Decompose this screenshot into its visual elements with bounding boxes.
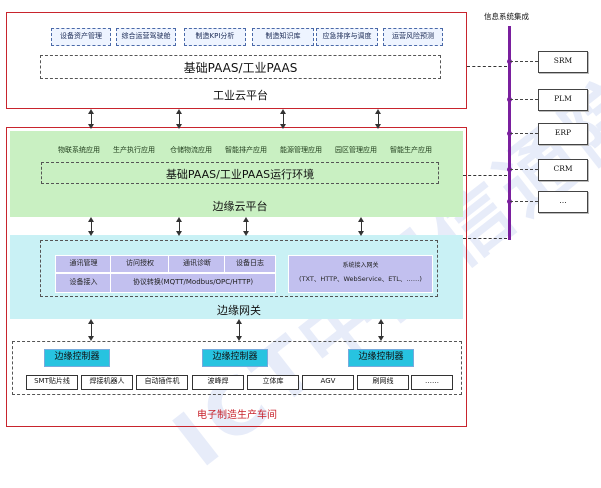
cloud-app-0: 设备资产管理: [51, 28, 111, 46]
arrow-edge-gw-3-down: [243, 231, 249, 236]
arrow-gw-ws-2-up: [236, 319, 242, 324]
gateway-cell-protocol: 协议转换(MQTT/Modbus/OPC/HTTP): [110, 273, 276, 293]
system-more: …: [538, 191, 588, 213]
link-gateway-bus: [463, 238, 507, 239]
gateway-cell-device-access: 设备接入: [55, 273, 112, 293]
edge-controller-1: 边缘控制器: [44, 349, 110, 367]
link-cloud-bus: [467, 66, 507, 67]
gateway-title: 边缘网关: [217, 304, 261, 317]
arrow-edge-gw-2-up: [176, 217, 182, 222]
gateway-cell-comm-mgmt: 通讯管理: [55, 255, 112, 273]
conn-erp: [510, 133, 538, 134]
workshop-title: 电子制造生产车间: [197, 410, 277, 421]
industrial-cloud-platform: [6, 12, 467, 109]
device-stereo-warehouse: 立体库: [247, 375, 299, 390]
arrow-edge-gw-4-up: [358, 217, 364, 222]
cloud-app-3: 制造知识库: [252, 28, 314, 46]
arrow-gw-ws-3: [381, 323, 382, 339]
edge-app-0: 物联系统应用: [58, 146, 100, 154]
edge-controller-2: 边缘控制器: [202, 349, 268, 367]
cloud-title: 工业云平台: [213, 89, 268, 102]
gateway-sys-access: 系统接入网关 (TXT、HTTP、WebService、ETL、……): [288, 255, 433, 293]
arrow-cloud-edge-1-down: [88, 124, 94, 129]
edge-app-4: 能源管理应用: [280, 146, 322, 154]
arrow-cloud-edge-3: [283, 113, 284, 126]
arrow-edge-gw-1-down: [88, 231, 94, 236]
device-more: ……: [411, 375, 453, 390]
bus-node-srm: [507, 59, 512, 64]
arrow-gw-ws-1: [91, 323, 92, 339]
gateway-cell-comm-diag: 通讯诊断: [168, 255, 226, 273]
arrow-cloud-edge-4-up: [375, 109, 381, 114]
system-crm: CRM: [538, 159, 588, 181]
bus-node-plm: [507, 97, 512, 102]
cloud-app-4: 应急排序与调度: [316, 28, 378, 46]
arrow-cloud-edge-2-down: [176, 124, 182, 129]
bus-node-more: [507, 199, 512, 204]
edge-cloud-platform: [10, 131, 463, 217]
arrow-gw-ws-3-up: [378, 319, 384, 324]
arrow-gw-ws-1-up: [88, 319, 94, 324]
arrow-cloud-edge-3-down: [280, 124, 286, 129]
system-erp: ERP: [538, 123, 588, 145]
workshop-box: [12, 341, 462, 395]
gateway-inner-box: [40, 240, 438, 297]
arrow-edge-gw-2: [179, 221, 180, 233]
arrow-edge-gw-3-up: [243, 217, 249, 222]
arrow-edge-gw-4: [361, 221, 362, 233]
cloud-paas-label: 基础PAAS/工业PAAS: [183, 61, 298, 75]
edge-app-5: 园区管理应用: [335, 146, 377, 154]
integration-title: 信息系统集成: [484, 12, 529, 21]
gateway-cell-access-auth: 访问授权: [110, 255, 170, 273]
arrow-cloud-edge-4-down: [375, 124, 381, 129]
gateway-cell-device-log: 设备日志: [224, 255, 276, 273]
device-auto-insertion: 自动插件机: [136, 375, 188, 390]
device-brush-line: 刷网线: [357, 375, 409, 390]
arrow-edge-gw-4-down: [358, 231, 364, 236]
edge-app-3: 智能排产应用: [225, 146, 267, 154]
gateway-sys-access-detail: (TXT、HTTP、WebService、ETL、……): [299, 275, 422, 283]
edge-runtime-label: 基础PAAS/工业PAAS运行环境: [165, 168, 315, 181]
arrow-edge-gw-1-up: [88, 217, 94, 222]
arrow-gw-ws-3-down: [378, 336, 384, 341]
conn-srm: [510, 61, 538, 62]
arrow-cloud-edge-4: [378, 113, 379, 126]
edge-app-6: 智能生产应用: [390, 146, 432, 154]
device-wave-soldering: 波峰焊: [192, 375, 244, 390]
edge-app-1: 生产执行应用: [113, 146, 155, 154]
arrow-gw-ws-1-down: [88, 336, 94, 341]
conn-more: [510, 201, 538, 202]
arrow-cloud-edge-1-up: [88, 109, 94, 114]
system-plm: PLM: [538, 89, 588, 111]
main-frame: [6, 127, 467, 427]
cloud-app-1: 综合运营驾驶舱: [116, 28, 176, 46]
arrow-edge-gw-3: [246, 221, 247, 233]
gateway-sys-access-title: 系统接入网关: [342, 262, 379, 269]
edge-runtime-box: [41, 162, 439, 184]
conn-plm: [510, 99, 538, 100]
arrow-cloud-edge-2-up: [176, 109, 182, 114]
cloud-app-2: 制造KPI分析: [184, 28, 246, 46]
bus-node-crm: [507, 167, 512, 172]
bus-node-erp: [507, 131, 512, 136]
arrow-cloud-edge-2: [179, 113, 180, 126]
cloud-app-5: 运营风险预测: [383, 28, 443, 46]
arrow-gw-ws-2-down: [236, 336, 242, 341]
device-smt-line: SMT贴片线: [26, 375, 78, 390]
arrow-edge-gw-1: [91, 221, 92, 233]
edge-controller-3: 边缘控制器: [348, 349, 414, 367]
arrow-cloud-edge-1: [91, 113, 92, 126]
arrow-edge-gw-2-down: [176, 231, 182, 236]
link-edge-bus: [463, 175, 507, 176]
arrow-cloud-edge-3-up: [280, 109, 286, 114]
system-srm: SRM: [538, 51, 588, 73]
cloud-paas-box: [40, 55, 441, 79]
edge-cloud-title: 边缘云平台: [212, 200, 268, 213]
arrow-gw-ws-2: [239, 323, 240, 339]
conn-crm: [510, 169, 538, 170]
edge-app-2: 仓储物流应用: [170, 146, 212, 154]
device-agv: AGV: [302, 375, 354, 390]
device-welding-robot: 焊接机器人: [81, 375, 133, 390]
